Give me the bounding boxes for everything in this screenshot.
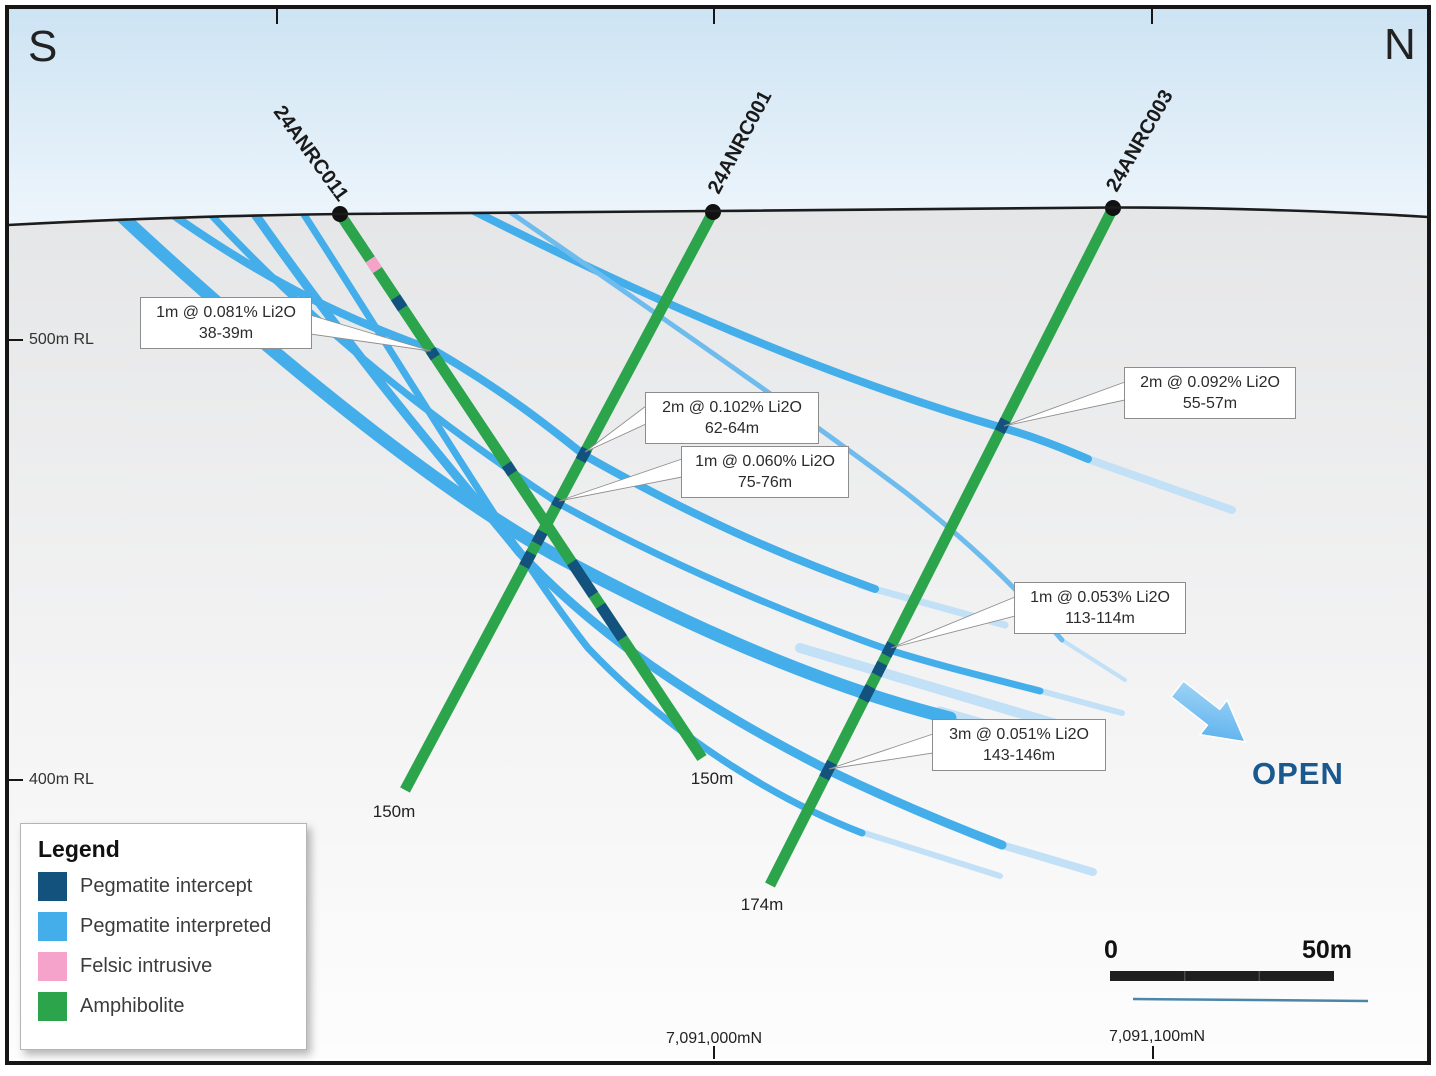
legend-item-amphibolite: Amphibolite [38,992,306,1021]
eoh-label-011: 150m [690,769,734,788]
drillhole-trace-24ANRC011 [332,206,707,762]
pegmatite-intercepts-003 [819,417,1011,781]
map-frame [5,5,1431,1065]
annotation-grade: 1m @ 0.060% Li2O [695,453,835,470]
legend-label: Pegmatite intercept [80,875,253,897]
drillhole-trace-24ANRC003 [765,200,1121,888]
annotation-grade: 2m @ 0.092% Li2O [1140,374,1280,391]
open-label: OPEN [1252,756,1344,791]
scale-underline [1132,997,1369,1003]
annotation-grade: 1m @ 0.081% Li2O [156,304,296,321]
legend-swatch-felsic-intrusive [38,952,67,981]
legend-item-pegmatite-interpreted: Pegmatite interpreted [38,912,306,941]
legend-item-pegmatite-intercept: Pegmatite intercept [38,872,306,901]
eoh-label-003: 174m [740,895,784,914]
scale-bar [1110,971,1369,1003]
annotation-113-114m: 1m @ 0.053% Li2O 113-114m [1014,582,1186,635]
annotation-interval: 75-76m [737,474,793,492]
felsic-intrusive-interval [365,256,382,274]
annotation-grade: 1m @ 0.053% Li2O [1030,589,1170,606]
north-label: N [1384,20,1416,69]
annotation-interval: 55-57m [1182,395,1238,413]
pegmatite-intercepts-011 [390,294,627,642]
eoh-label-001: 150m [372,802,416,821]
northing-label-7091100: 7,091,100mN [1108,1028,1206,1045]
northing-label-7091000: 7,091,000mN [665,1030,763,1047]
legend-label: Amphibolite [80,995,185,1017]
annotation-143-146m: 3m @ 0.051% Li2O 143-146m [932,719,1106,772]
legend-swatch-pegmatite-interpreted [38,912,67,941]
annotation-grade: 2m @ 0.102% Li2O [662,399,802,416]
scale-min-label: 0 [1104,936,1118,964]
annotation-75-76m: 1m @ 0.060% Li2O 75-76m [681,446,849,499]
legend-swatch-amphibolite [38,992,67,1021]
pegmatite-intercepts-001 [519,446,592,570]
legend-box: Legend Pegmatite intercept Pegmatite int… [20,823,307,1050]
annotation-interval: 143-146m [982,747,1056,765]
legend-item-felsic-intrusive: Felsic intrusive [38,952,306,981]
legend-title: Legend [38,836,120,862]
legend-label: Felsic intrusive [80,955,213,977]
scale-max-label: 50m [1302,936,1353,964]
annotation-grade: 3m @ 0.051% Li2O [949,726,1089,743]
annotation-interval: 38-39m [198,325,254,343]
surface-line [7,206,1429,227]
open-direction-arrow-icon [1170,679,1247,743]
annotation-55-57m: 2m @ 0.092% Li2O 55-57m [1124,367,1296,420]
rl-label-500: 500m RL [29,331,94,348]
legend-label: Pegmatite interpreted [80,915,272,937]
legend-swatch-pegmatite-intercept [38,872,67,901]
annotation-38-39m: 1m @ 0.081% Li2O 38-39m [140,297,312,350]
rl-label-400: 400m RL [29,771,94,788]
south-label: S [28,22,58,71]
annotation-interval: 62-64m [704,420,760,438]
annotation-62-64m: 2m @ 0.102% Li2O 62-64m [645,392,819,445]
annotation-interval: 113-114m [1065,610,1135,628]
